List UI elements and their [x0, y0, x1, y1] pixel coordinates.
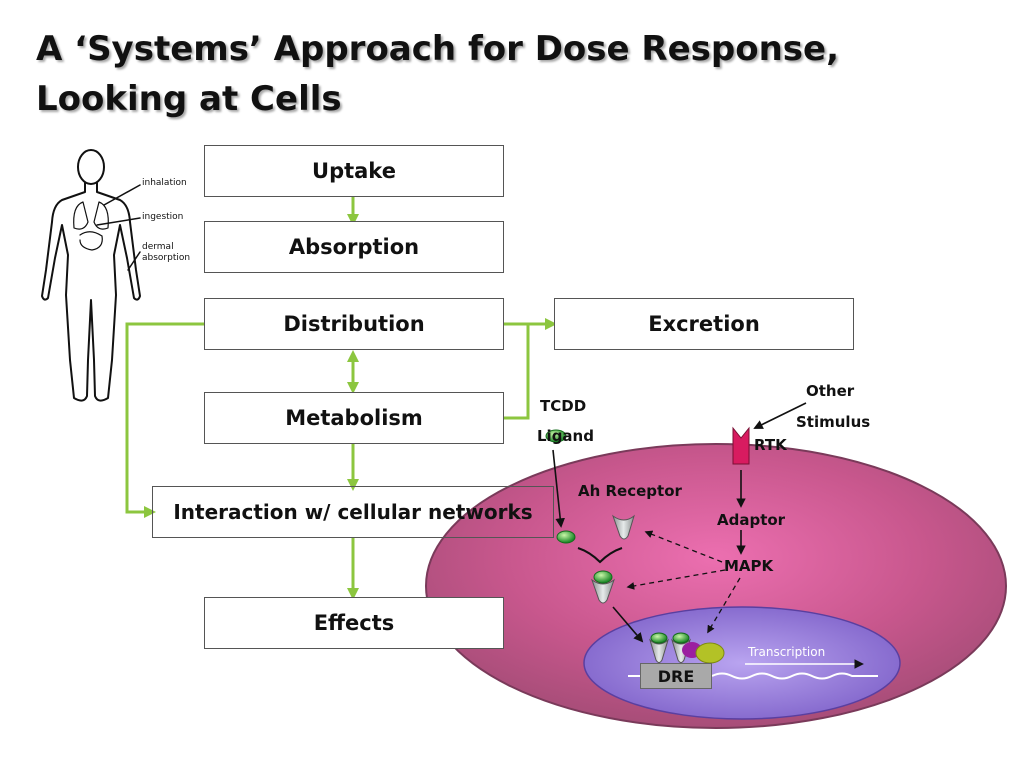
ligand-label: Ligand [537, 427, 594, 445]
signal-arrows [552, 402, 807, 643]
absorption-label: Absorption [288, 235, 420, 259]
distribution-label: Distribution [283, 312, 425, 336]
effects-box: Effects [204, 597, 504, 649]
uptake-label: Uptake [312, 159, 396, 183]
nucleus [583, 606, 901, 720]
ah-receptor-label: Ah Receptor [578, 482, 682, 500]
uptake-box: Uptake [204, 145, 504, 197]
other-label: Other [806, 382, 855, 400]
dashed-arrows [626, 530, 741, 634]
dermal-label: dermal [142, 242, 174, 252]
absorption-box: Absorption [204, 221, 504, 273]
dre-box: DRE [640, 663, 712, 689]
transcription-label: Transcription [748, 645, 826, 659]
effects-label: Effects [313, 611, 395, 635]
rtk-receptor-icon [732, 426, 750, 465]
title-line-1: A ‘Systems’ Approach for Dose Response, [36, 29, 840, 69]
rtk-label: RTK [754, 436, 787, 454]
dna-strand [628, 672, 878, 680]
interaction-box: Interaction w/ cellular networks [152, 486, 554, 538]
page-title: A ‘Systems’ Approach for Dose Response, … [36, 24, 839, 124]
tcdd-label: TCDD [540, 397, 587, 415]
mapk-label: MAPK [724, 557, 774, 575]
dermal-absorption-label: absorption [142, 253, 191, 263]
excretion-label: Excretion [648, 312, 760, 336]
flow-connectors [125, 197, 557, 600]
stimulus-label: Stimulus [796, 413, 871, 431]
metabolism-label: Metabolism [285, 406, 423, 430]
adaptor-label: Adaptor [717, 511, 786, 529]
human-body-icon [41, 149, 141, 402]
interaction-label: Interaction w/ cellular networks [173, 500, 533, 524]
metabolism-box: Metabolism [204, 392, 504, 444]
distribution-box: Distribution [204, 298, 504, 350]
dre-label: DRE [657, 666, 695, 686]
binding-bracket [577, 547, 623, 564]
excretion-box: Excretion [554, 298, 854, 350]
dna-bound-complex-icon [649, 632, 725, 664]
title-line-2: Looking at Cells [36, 79, 342, 119]
tcdd-ligand-icon [545, 429, 567, 443]
ligand-in-cell-icon [556, 530, 576, 544]
ah-receptor-icon [611, 514, 635, 540]
ingestion-label: ingestion [142, 212, 184, 222]
inhalation-label: inhalation [142, 178, 187, 188]
ligand-receptor-complex-icon [590, 570, 616, 604]
